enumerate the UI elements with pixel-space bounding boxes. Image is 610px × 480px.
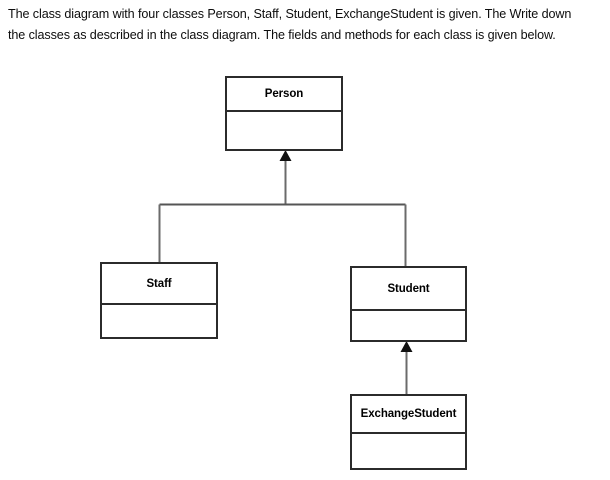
question-prompt: The class diagram with four classes Pers… <box>8 4 604 46</box>
uml-class-exchangestudent-title: ExchangeStudent <box>352 396 465 434</box>
uml-class-person-title: Person <box>227 78 341 112</box>
prompt-line-1: The class diagram with four classes Pers… <box>8 7 572 21</box>
inheritance-arrowhead-student <box>400 341 413 352</box>
uml-class-person[interactable]: Person <box>225 76 343 151</box>
uml-class-student-members <box>352 311 465 340</box>
inheritance-connector-exchangestudent-student <box>400 341 413 394</box>
uml-class-staff[interactable]: Staff <box>100 262 218 339</box>
uml-class-staff-members <box>102 305 216 337</box>
uml-class-staff-title: Staff <box>102 264 216 305</box>
prompt-line-2: the classes as described in the class di… <box>8 28 556 42</box>
inheritance-arrowhead-person <box>279 150 292 161</box>
uml-class-exchangestudent-members <box>352 434 465 468</box>
uml-class-student-title: Student <box>352 268 465 311</box>
inheritance-connector-tree <box>158 150 407 266</box>
uml-class-exchangestudent[interactable]: ExchangeStudent <box>350 394 467 470</box>
uml-class-person-members <box>227 112 341 149</box>
uml-class-student[interactable]: Student <box>350 266 467 342</box>
